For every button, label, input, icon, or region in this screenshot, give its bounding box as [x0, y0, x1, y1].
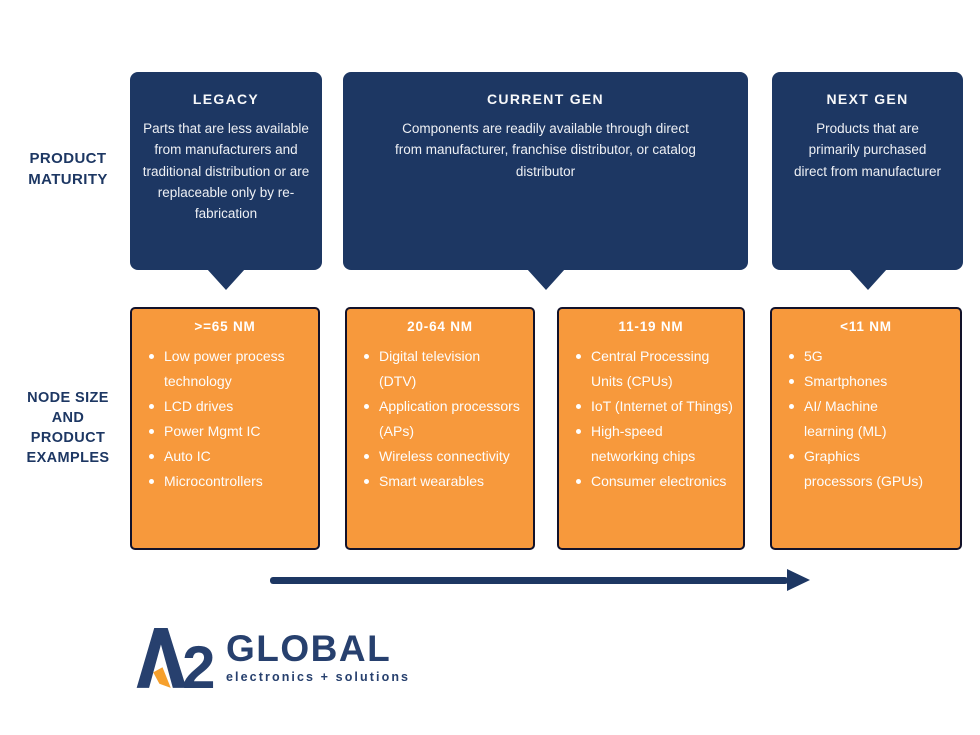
speech-pointer [526, 269, 565, 290]
node-card-11-19nm: 11-19 NM Central Processing Units (CPUs)… [557, 307, 745, 550]
a2-logo-mark-icon: 2 [136, 628, 215, 690]
logo-name: GLOBAL [226, 628, 392, 669]
arrow-right-icon [787, 569, 810, 591]
maturity-card-legacy: LEGACY Parts that are less available fro… [130, 72, 322, 290]
node-card-title: <11 NM [840, 319, 892, 334]
node-card-list: Central Processing Units (CPUs)IoT (Inte… [559, 344, 743, 494]
maturity-card-title: NEXT GEN [826, 91, 909, 107]
list-item: Digital television (DTV) [363, 344, 521, 394]
product-maturity-row-label: PRODUCT MATURITY [28, 150, 108, 188]
logo-a-shape [136, 628, 187, 688]
maturity-card-title: LEGACY [192, 91, 260, 107]
list-item: Power Mgmt IC [148, 419, 286, 444]
maturity-card-description: Components are readily available through… [395, 121, 696, 179]
node-card-list: Digital television (DTV)Application proc… [347, 344, 533, 494]
maturity-card-description: Parts that are less available from manuf… [142, 121, 310, 222]
logo-tagline: electronics + solutions [226, 670, 411, 684]
list-item: High-speed networking chips [575, 419, 733, 469]
maturity-card-current-gen: CURRENT GEN Components are readily avail… [343, 72, 748, 290]
timeline-arrow [270, 569, 810, 591]
node-card-title: 11-19 NM [618, 319, 684, 334]
list-item: Auto IC [148, 444, 286, 469]
list-item: Wireless connectivity [363, 444, 521, 469]
node-card-title: 20-64 NM [407, 319, 473, 334]
list-item: Smart wearables [363, 469, 521, 494]
list-item: Central Processing Units (CPUs) [575, 344, 733, 394]
node-size-row-label: NODE SIZE AND PRODUCT EXAMPLES [26, 390, 110, 466]
list-item: Low power process technology [148, 344, 286, 394]
list-item: Microcontrollers [148, 469, 286, 494]
arrow-line [270, 577, 788, 584]
list-item: Smartphones [788, 369, 926, 394]
list-item: Consumer electronics [575, 469, 733, 494]
maturity-card-title: CURRENT GEN [487, 91, 604, 107]
speech-pointer [207, 269, 245, 290]
maturity-card-description: Products that are primarily purchased di… [793, 121, 942, 179]
list-item: AI/ Machine learning (ML) [788, 394, 926, 444]
list-item: IoT (Internet of Things) [575, 394, 733, 419]
list-item: LCD drives [148, 394, 286, 419]
list-item: 5G [788, 344, 926, 369]
a2-global-logo: 2 GLOBAL electronics + solutions [136, 628, 410, 690]
logo-mark-digit: 2 [182, 634, 215, 690]
logo-text: GLOBAL electronics + solutions [226, 630, 410, 684]
list-item: Graphics processors (GPUs) [788, 444, 926, 494]
node-card-20-64nm: 20-64 NM Digital television (DTV)Applica… [345, 307, 535, 550]
maturity-card-next-gen: NEXT GEN Products that are primarily pur… [772, 72, 963, 290]
node-card-title: >=65 NM [194, 319, 256, 334]
speech-pointer [848, 269, 887, 290]
list-item: Application processors (APs) [363, 394, 521, 444]
logo-orange-accent [153, 667, 171, 688]
